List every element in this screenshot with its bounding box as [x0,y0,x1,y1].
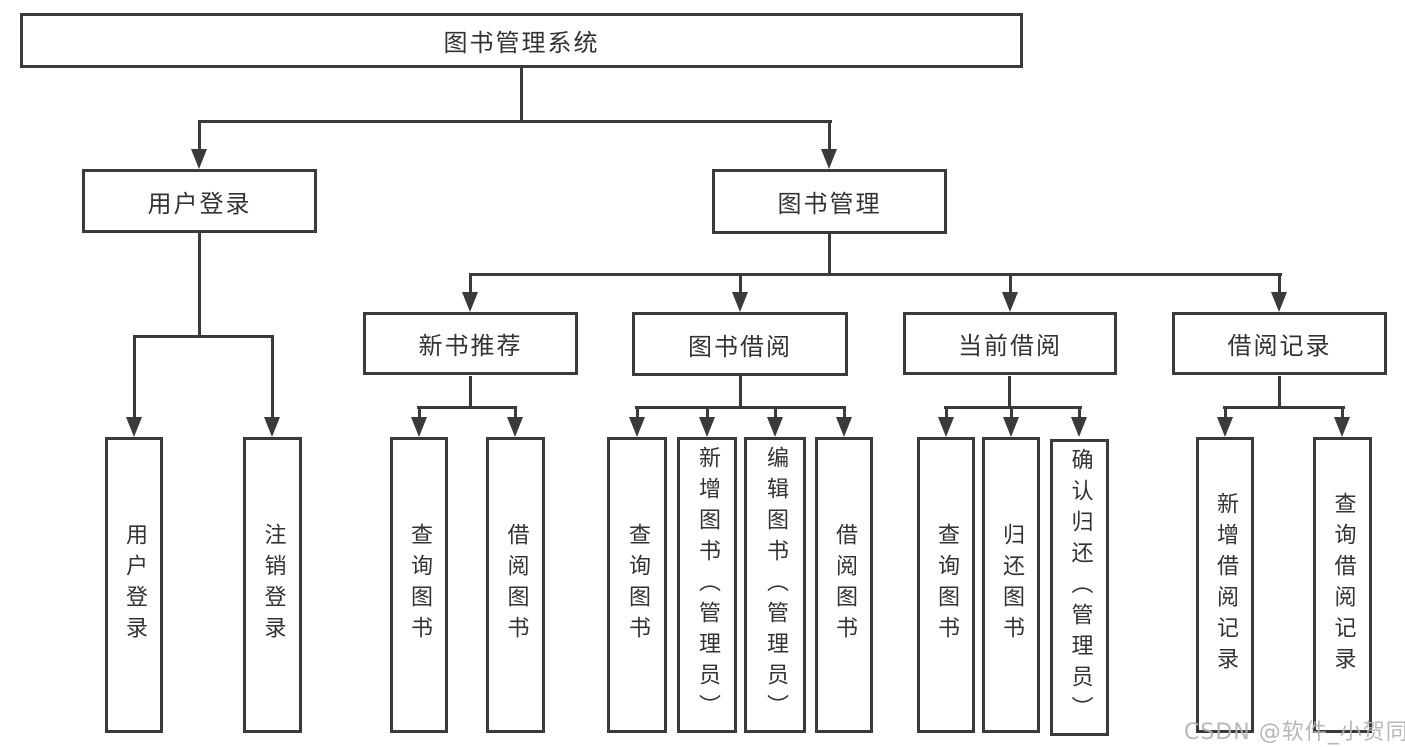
connector-logout-drop [271,336,274,423]
arrowhead [1334,417,1350,437]
arrowhead-user-login [191,149,207,169]
connector-book-mgmt-stem [828,233,831,276]
connector-new-books-drop [469,274,472,298]
connector-new-books-branch [417,406,517,409]
connector-book-mgmt-drop [828,121,831,157]
connector-drop [1224,407,1227,422]
node-new-book-recommend: 新书推荐 [363,312,578,375]
arrowhead [507,417,523,437]
connector-drop [418,407,421,422]
arrowhead-borrow-records [1271,292,1287,312]
csdn-watermark: CSDN @软件_小贺同学 [1184,720,1405,745]
node-leaf-query-books-3: 查询图书 [917,437,975,733]
node-leaf-add-books-admin: 新增图书（管理员） [677,437,737,733]
connector-login-drop [133,336,136,423]
node-borrowing-records: 借阅记录 [1172,312,1387,375]
arrowhead [1003,417,1019,437]
connector-drop [514,407,517,422]
node-library-management-system: 图书管理系统 [20,13,1023,68]
arrowhead [1217,417,1233,437]
connector-drop [843,407,846,422]
node-leaf-return-books: 归还图书 [982,437,1040,733]
connector-book-borrow-stem [739,376,742,408]
connector-new-books-stem [469,376,472,408]
connector-borrow-records-branch [1223,406,1345,409]
node-current-borrowing: 当前借阅 [903,312,1117,375]
arrowhead [767,417,783,437]
connector-borrow-records-stem [1278,376,1281,408]
connector-drop [1078,407,1081,422]
connector-drop [945,407,948,422]
connector-user-login-branch [133,335,274,338]
connector-level3-branch [469,273,1282,276]
connector-drop [1010,407,1013,422]
connector-drop [774,407,777,422]
arrowhead-login [126,417,142,437]
connector-level2-branch [198,120,832,123]
arrowhead [836,417,852,437]
node-leaf-add-borrow-record: 新增借阅记录 [1196,437,1254,733]
arrowhead [411,417,427,437]
node-leaf-query-books-1: 查询图书 [390,437,448,733]
node-leaf-confirm-return-admin: 确认归还（管理员） [1050,439,1109,736]
arrowhead-logout [264,417,280,437]
node-leaf-query-borrow-record: 查询借阅记录 [1313,437,1372,733]
arrowhead [629,417,645,437]
node-leaf-borrow-books-1: 借阅图书 [486,437,545,733]
node-leaf-query-books-2: 查询图书 [607,437,667,733]
arrowhead [1071,417,1087,437]
connector-borrow-records-drop [1278,274,1281,298]
connector-drop [706,407,709,422]
arrowhead-new-books [462,292,478,312]
connector-root-stem [520,66,523,122]
node-leaf-user-login: 用户登录 [105,437,163,733]
node-leaf-logout: 注销登录 [243,437,302,733]
node-book-management: 图书管理 [712,169,947,234]
arrowhead-book-borrow [732,292,748,312]
node-leaf-edit-books-admin: 编辑图书（管理员） [744,437,806,733]
connector-user-login-drop [198,121,201,157]
arrowhead-current-borrow [1002,292,1018,312]
connector-book-borrow-branch [635,406,846,409]
connector-book-borrow-drop [739,274,742,298]
node-book-borrowing: 图书借阅 [632,312,848,376]
connector-drop [636,407,639,422]
connector-drop [1341,407,1344,422]
arrowhead [699,417,715,437]
connector-current-borrow-drop [1009,274,1012,298]
connector-user-login-stem [198,232,201,336]
arrowhead [938,417,954,437]
node-user-login: 用户登录 [82,169,317,233]
connector-current-borrow-branch [944,406,1082,409]
arrowhead-book-mgmt [821,149,837,169]
node-leaf-borrow-books-2: 借阅图书 [815,437,873,733]
connector-current-borrow-stem [1008,376,1011,408]
